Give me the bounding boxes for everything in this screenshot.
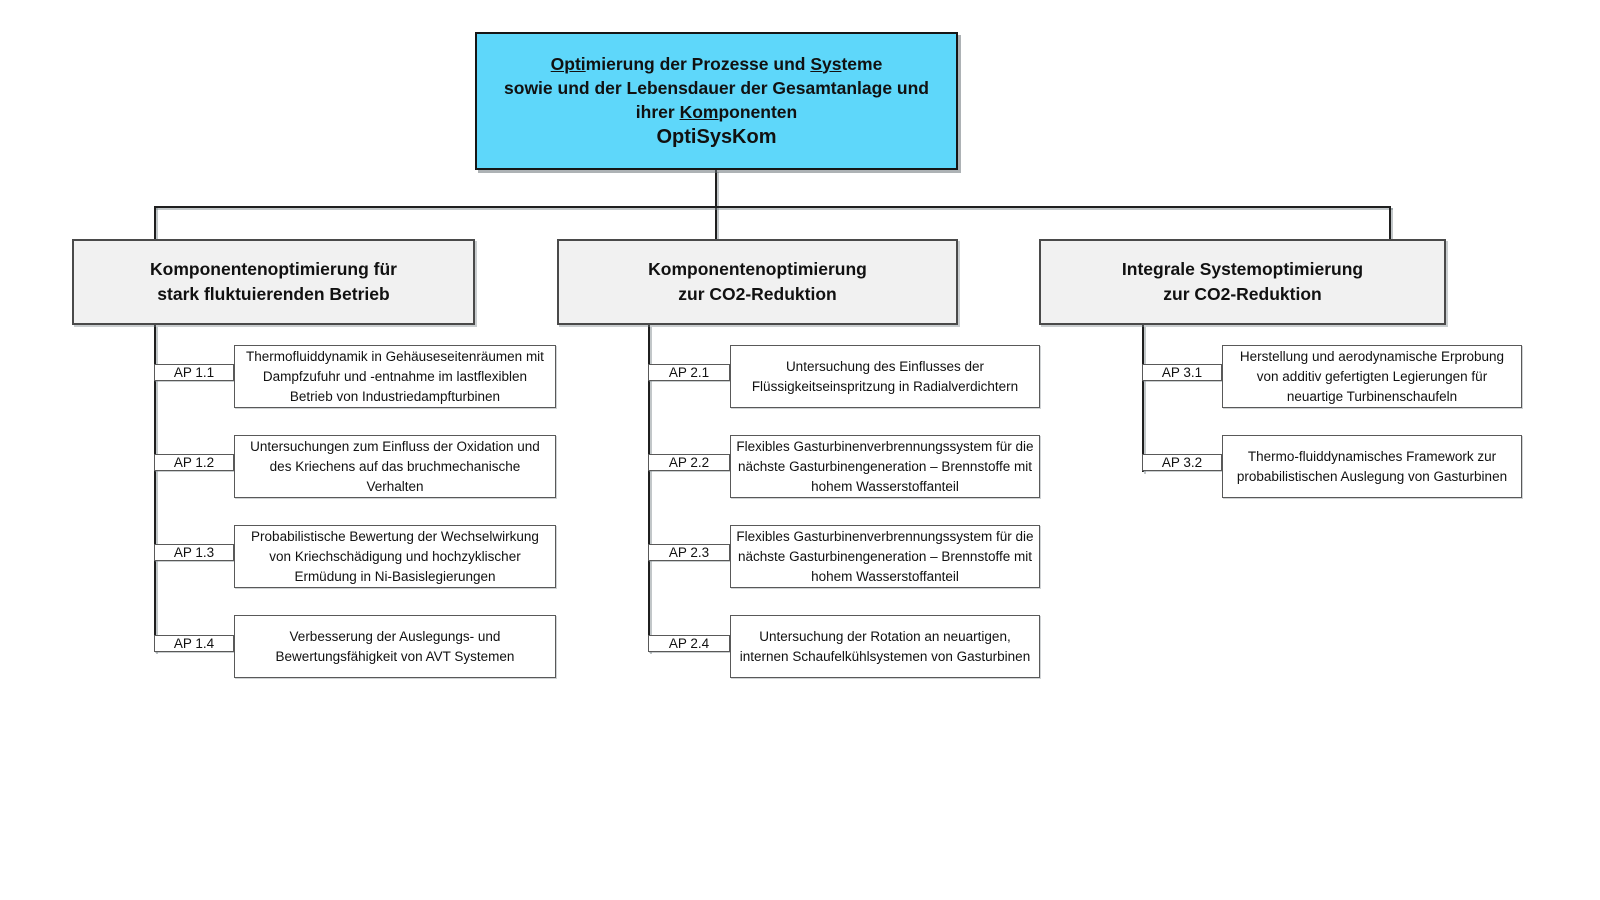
branch-2-node: Komponentenoptimierung zur CO2-Reduktion (557, 239, 958, 325)
root-title-line3: ihrer Komponenten (635, 101, 798, 122)
root-title-line2: sowie und der Lebensdauer der Gesamtanla… (504, 77, 929, 98)
ap-1-3-box: Probabilistische Bewertung der Wechselwi… (234, 525, 556, 588)
ap-3-2-label: AP 3.2 (1142, 454, 1222, 471)
ap-2-4-box: Untersuchung der Rotation an neuartigen,… (730, 615, 1040, 678)
ap-2-4-label: AP 2.4 (648, 635, 730, 652)
branch-1-node: Komponentenoptimierung für stark fluktui… (72, 239, 475, 325)
ap-2-2-label: AP 2.2 (648, 454, 730, 471)
ap-1-4-box: Verbesserung der Auslegungs- und Bewertu… (234, 615, 556, 678)
ap-2-3-box: Flexibles Gasturbinenverbrennungssystem … (730, 525, 1040, 588)
ap-1-4-label: AP 1.4 (154, 635, 234, 652)
connector-branch1-spine (154, 325, 156, 652)
connector-root-drop (715, 170, 717, 239)
ap-3-1-box: Herstellung und aerodynamische Erprobung… (1222, 345, 1522, 408)
ap-1-1-box: Thermofluiddynamik in Gehäuseseitenräume… (234, 345, 556, 408)
root-node: Optimierung der Prozesse und Systeme sow… (475, 32, 958, 170)
ap-2-3-label: AP 2.3 (648, 544, 730, 561)
connector-branch3-spine (1142, 325, 1144, 472)
branch-3-node: Integrale Systemoptimierung zur CO2-Redu… (1039, 239, 1446, 325)
connector-branch3-drop (1389, 206, 1391, 239)
ap-2-1-label: AP 2.1 (648, 364, 730, 381)
ap-2-1-box: Untersuchung des Einflusses der Flüssigk… (730, 345, 1040, 408)
ap-3-1-label: AP 3.1 (1142, 364, 1222, 381)
root-title-line1: Optimierung der Prozesse und Systeme (550, 53, 883, 74)
connector-branch2-spine (648, 325, 650, 652)
ap-1-1-label: AP 1.1 (154, 364, 234, 381)
connector-main-horizontal (154, 206, 1391, 208)
root-acronym: OptiSysKom (656, 125, 777, 148)
connector-branch1-drop (154, 206, 156, 239)
ap-1-2-label: AP 1.2 (154, 454, 234, 471)
ap-1-2-box: Untersuchungen zum Einfluss der Oxidatio… (234, 435, 556, 498)
ap-1-3-label: AP 1.3 (154, 544, 234, 561)
ap-3-2-box: Thermo-fluiddynamisches Framework zur pr… (1222, 435, 1522, 498)
ap-2-2-box: Flexibles Gasturbinenverbrennungssystem … (730, 435, 1040, 498)
